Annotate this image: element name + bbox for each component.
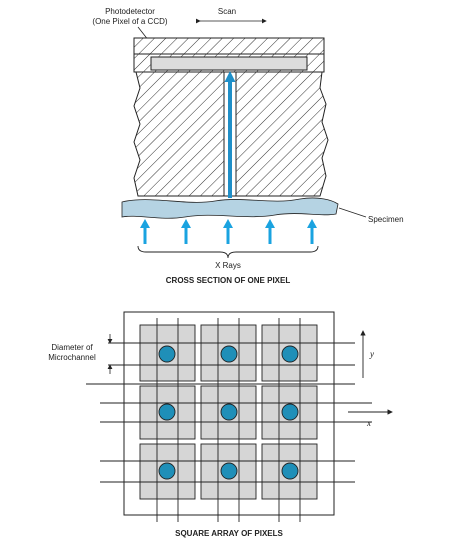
microchannel-dot [158,345,176,363]
scan-label: Scan [218,7,236,16]
microchannel-dot [158,403,176,421]
vertical-grid-lines [156,318,301,522]
channel-beam-arrowhead [224,71,236,82]
cross-section-view: Photodetector (One Pixel of a CCD) Scan … [92,7,403,285]
microchannel-dot [281,345,299,363]
microchannel-dot [158,462,176,480]
square-array-caption: SQUARE ARRAY OF PIXELS [175,529,283,538]
microchannel-dots [158,345,299,480]
diameter-sublabel: Microchannel [48,353,96,362]
x-ray-arrowhead [265,219,275,228]
photodetector-label: Photodetector [105,7,155,16]
square-array-view: Diameter of Microchannel y x SQUARE ARRA… [48,311,393,538]
x-ray-arrowhead [181,219,191,228]
x-axis-label: x [366,418,371,428]
x-ray-brace [137,245,319,259]
microchannel-dot [220,345,238,363]
microchannel-dot [220,403,238,421]
pixel-grid [139,324,318,500]
photodetector-element [150,56,308,71]
x-ray-arrowhead [223,219,233,228]
pixel [261,385,318,440]
x-rays-label: X Rays [215,261,241,270]
microchannel-dot [220,462,238,480]
photodetector-sublabel: (One Pixel of a CCD) [92,17,167,26]
specimen [121,197,339,219]
cross-section-caption: CROSS SECTION OF ONE PIXEL [166,276,291,285]
channel-beam [228,78,232,198]
top-hatched-bar [133,37,325,55]
microchannel-dot [281,403,299,421]
horizontal-grid-lines [86,342,372,483]
microchannel-dot [281,462,299,480]
diameter-label: Diameter of [51,343,93,352]
specimen-leader [338,207,367,218]
specimen-label: Specimen [368,215,404,224]
y-axis-label: y [369,349,374,359]
x-ray-arrowhead [140,219,150,228]
x-ray-arrowhead [307,219,317,228]
x-ray-arrows [143,226,314,244]
